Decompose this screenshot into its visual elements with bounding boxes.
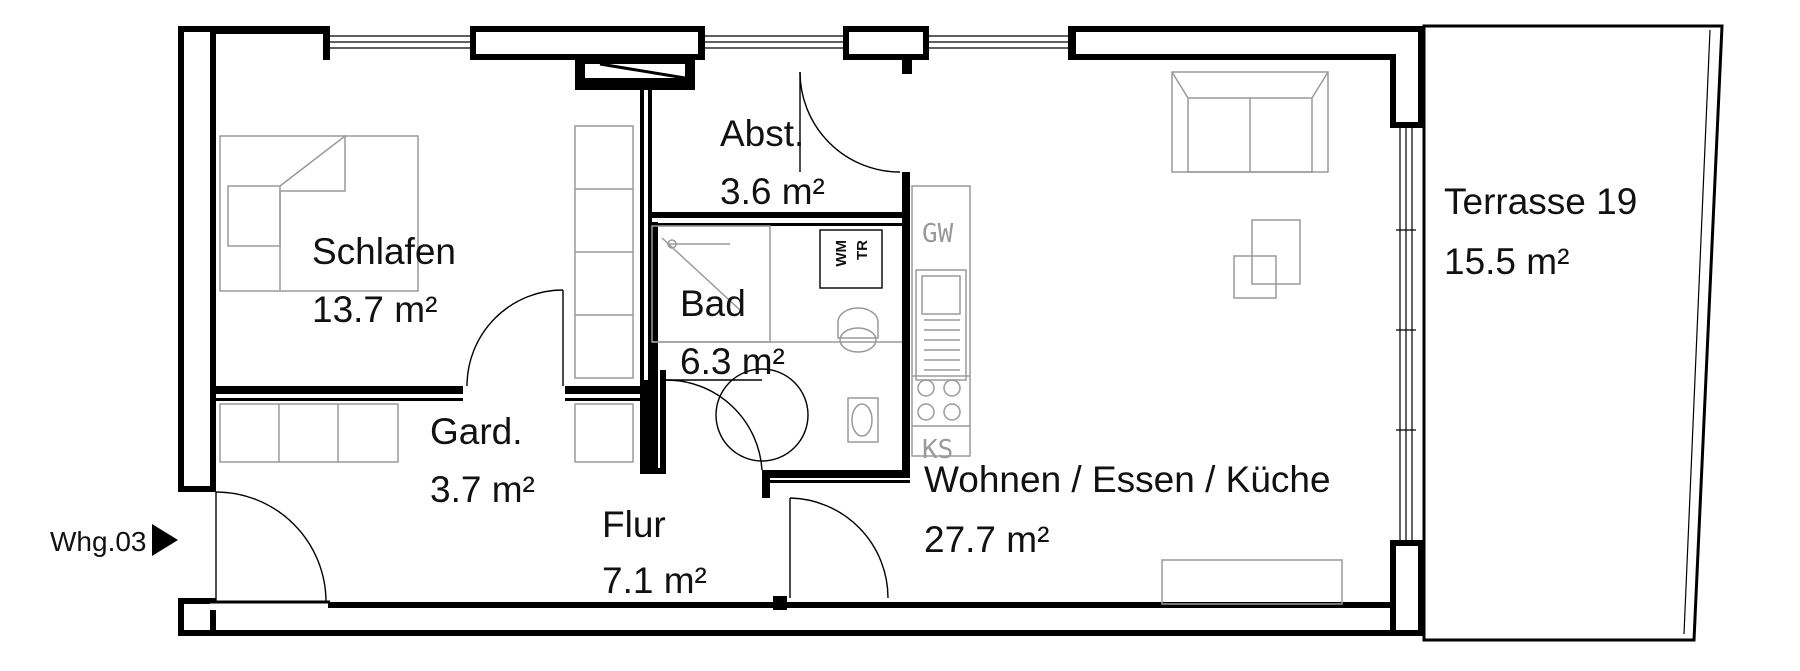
- doors: [215, 71, 901, 603]
- interior-walls: [216, 60, 912, 610]
- fixture-label-gw: GW: [922, 219, 954, 249]
- room-area-garderobe: 3.7 m²: [430, 469, 535, 510]
- coffee-table: [1233, 219, 1301, 299]
- sideboard: [1161, 559, 1343, 605]
- room-name-flur: Flur: [602, 504, 666, 545]
- unit-label: Whg.03: [50, 526, 147, 557]
- fixture-label-wm: WM: [833, 240, 850, 267]
- entrance-arrow-icon: [152, 524, 178, 556]
- room-name-wohnen: Wohnen / Essen / Küche: [924, 459, 1331, 500]
- room-name-abstellraum: Abst.: [720, 113, 804, 154]
- kitchen-counter: [911, 185, 971, 457]
- bed: [219, 134, 419, 292]
- wardrobe-garderobe: [219, 403, 634, 463]
- bathroom-fixtures: [651, 225, 902, 462]
- windows: [330, 35, 1416, 540]
- room-area-terrasse: 15.5 m²: [1444, 241, 1569, 282]
- room-name-garderobe: Gard.: [430, 411, 523, 452]
- fixture-label-tr: TR: [854, 240, 871, 260]
- room-area-bad: 6.3 m²: [680, 341, 785, 382]
- room-area-flur: 7.1 m²: [602, 560, 707, 601]
- room-name-bad: Bad: [680, 283, 746, 324]
- room-area-wohnen: 27.7 m²: [924, 519, 1049, 560]
- room-name-terrasse: Terrasse 19: [1444, 181, 1637, 222]
- room-area-abstellraum: 3.6 m²: [720, 171, 825, 212]
- room-area-schlafen: 13.7 m²: [312, 289, 437, 330]
- fixture-label-ks: KS: [922, 435, 953, 465]
- terrace-outline: [1422, 24, 1724, 642]
- outer-walls: [178, 26, 1424, 636]
- room-name-schlafen: Schlafen: [312, 231, 456, 272]
- sofa: [1171, 71, 1329, 173]
- wardrobe-bedroom: [574, 125, 634, 379]
